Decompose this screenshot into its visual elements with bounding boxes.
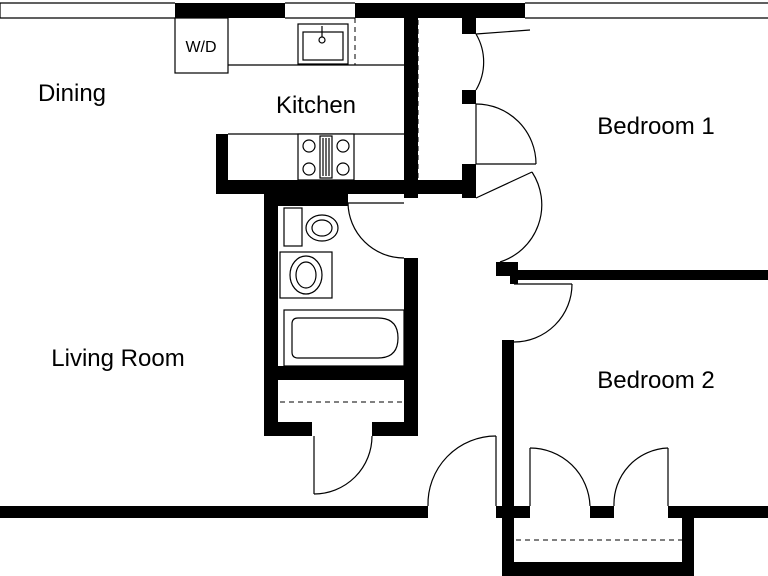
bathroom-sink-icon [279,251,333,299]
kitchen-fixtures: W/D [174,17,404,181]
room-label-bedroom-1: Bedroom 1 [597,113,714,140]
toilet-icon [283,207,339,247]
doors [313,29,669,507]
room-label-kitchen: Kitchen [276,92,356,119]
stove-icon [297,133,355,181]
room-label-dining: Dining [38,80,106,107]
washer-dryer-label: W/D [185,39,216,56]
washer-dryer-box [174,17,229,74]
sink-icon [297,23,349,65]
room-label-living-room: Living Room [51,345,184,372]
room-label-bedroom-2: Bedroom 2 [597,367,714,394]
interior-walls [216,18,768,518]
bathtub-icon [283,309,405,367]
bathroom-fixtures [279,207,405,367]
